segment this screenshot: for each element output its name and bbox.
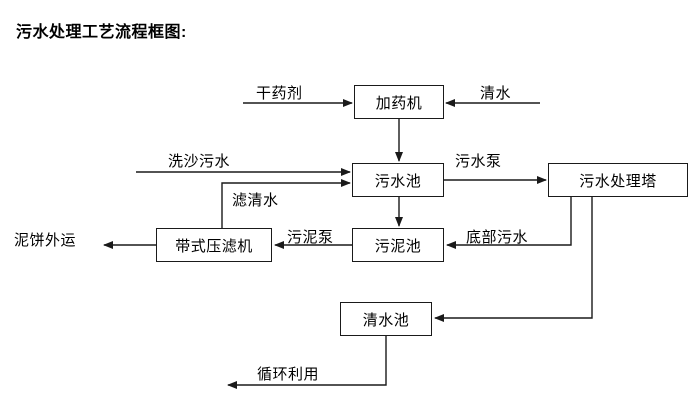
edge-label-clean-water: 清水	[480, 85, 512, 102]
edge-label-bottom-sewage: 底部污水	[466, 229, 529, 246]
node-sewage-pool[interactable]: 污水池	[352, 163, 444, 197]
page-title: 污水处理工艺流程框图:	[16, 24, 187, 41]
terminal-label-mud-cake-out: 泥饼外运	[14, 232, 77, 249]
node-sludge-pool[interactable]: 污泥池	[352, 228, 444, 262]
edge-label-sewage-pump: 污水泵	[455, 153, 502, 170]
edge-label-filtered-water: 滤清水	[232, 192, 279, 209]
edge-bottom-sewage-to-sludge-pool	[446, 197, 572, 249]
edge-treatment-tower-to-clear-water-pool	[434, 197, 593, 322]
edge-recycle-reuse-from-clear-water-pool	[227, 336, 387, 389]
edge-label-recycle-reuse: 循环利用	[257, 366, 320, 383]
edge-label-sludge-pump: 污泥泵	[287, 229, 334, 246]
node-clear-water-pool[interactable]: 清水池	[340, 302, 432, 336]
edge-label-dry-chemical: 干药剂	[256, 85, 303, 102]
edge-filtered-water-to-sewage-pool	[221, 179, 351, 228]
node-treatment-tower[interactable]: 污水处理塔	[548, 163, 688, 197]
edge-label-sand-wash-sewage: 洗沙污水	[168, 153, 231, 170]
node-belt-filter-press[interactable]: 带式压滤机	[156, 228, 272, 262]
node-dosing-machine[interactable]: 加药机	[354, 85, 444, 119]
